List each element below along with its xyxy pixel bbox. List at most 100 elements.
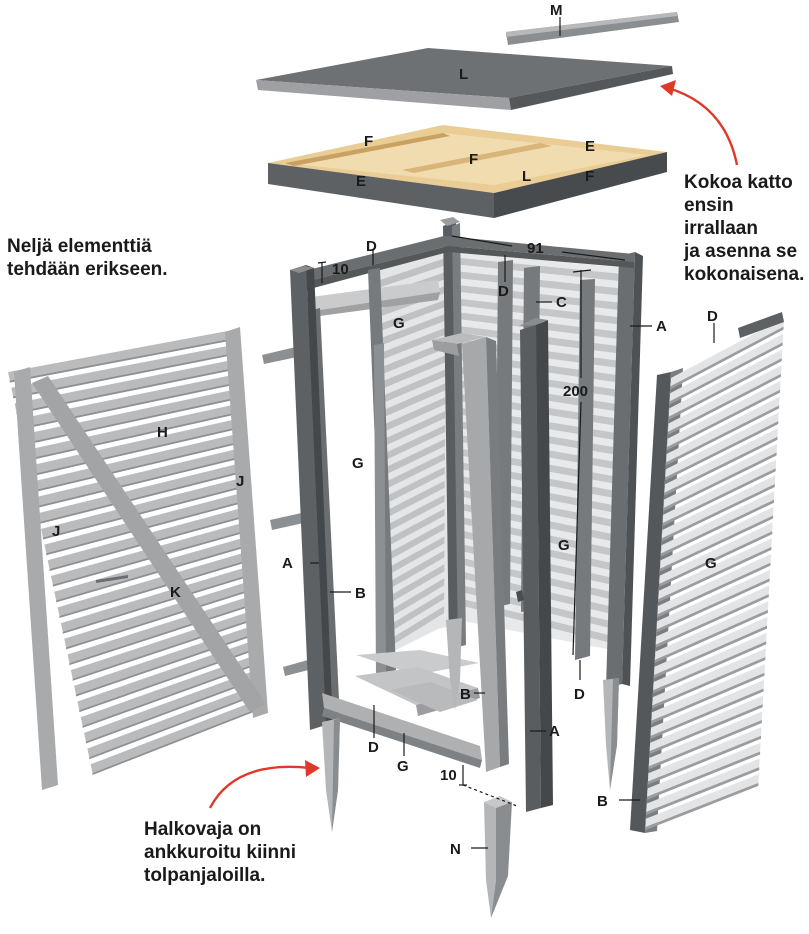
annotation-arrows: [208, 86, 739, 809]
label-e: E: [356, 173, 366, 190]
label-j: J: [236, 473, 244, 490]
side-slat-edge: [652, 657, 766, 709]
left-wall-slat: [380, 480, 445, 522]
side-slat: [655, 585, 770, 645]
label-e: E: [585, 138, 595, 155]
label-g: G: [558, 537, 570, 554]
door-slat-edge: [13, 352, 235, 399]
side-slat-edge: [648, 719, 762, 770]
door-slat-edge: [32, 440, 243, 493]
door-slat-edge: [82, 661, 262, 728]
side-slat-edge: [658, 546, 772, 603]
arrow-head-icon: [660, 80, 676, 96]
door-slat: [11, 344, 235, 397]
side-slat-edge: [665, 421, 779, 481]
dimension-values: 91 200 10 10: [332, 240, 588, 784]
door-slat: [64, 579, 256, 648]
side-slat-edge: [655, 594, 769, 648]
side-slat-edge: [651, 672, 765, 724]
label-l-frame: L: [522, 168, 531, 185]
door-slat: [41, 476, 247, 538]
left-wall-slat: [380, 578, 445, 624]
left-wall-slat: [380, 592, 445, 639]
label-m: M: [550, 2, 563, 19]
side-slat-edge: [650, 688, 764, 739]
side-slat: [659, 522, 773, 584]
door-slat: [60, 565, 255, 632]
door-slat-edge: [42, 485, 247, 540]
door-slat: [90, 697, 266, 773]
left-wall-slat: [380, 564, 445, 609]
left-wall-slat: [380, 606, 445, 653]
label-a: A: [282, 555, 293, 572]
post-anchors: [322, 618, 619, 918]
side-slat: [658, 538, 772, 600]
door-slat-edge: [36, 455, 244, 509]
side-slat-edge: [656, 578, 770, 633]
left-wall-slat: [380, 327, 446, 361]
side-slat: [650, 679, 765, 736]
label-b: B: [597, 793, 608, 810]
main-shed-frame: [290, 217, 643, 812]
side-slat: [645, 774, 759, 828]
left-wall-slat: [380, 313, 446, 346]
right-side-panel: [630, 312, 784, 833]
left-wall-slat: [380, 299, 446, 332]
left-wall-slat: [380, 452, 445, 492]
door-slat: [54, 535, 252, 601]
label-g: G: [705, 555, 717, 572]
side-slat: [654, 601, 769, 660]
side-slat: [663, 443, 778, 508]
dimension-lines: [310, 17, 715, 849]
door-slat-edge: [85, 676, 263, 744]
side-slat-edge: [666, 405, 780, 466]
part-labels: M L F E F L F E D D C A D G H G J J G A …: [52, 2, 718, 858]
side-slat-edge: [645, 782, 759, 831]
note-four-elements: Neljä elementtiä tehdään erikseen.: [7, 236, 168, 280]
side-slat: [667, 365, 782, 432]
door-slat: [57, 550, 253, 617]
label-c: C: [556, 294, 567, 311]
left-wall-slat: [380, 411, 446, 449]
label-d: D: [574, 686, 585, 703]
label-d: D: [707, 308, 718, 325]
side-slat: [654, 616, 768, 676]
side-slat-edge: [657, 562, 771, 618]
dim-height: 200: [563, 383, 588, 400]
side-slat-edge: [669, 342, 783, 405]
arrow-head-icon: [305, 760, 320, 777]
side-slat-edge: [649, 704, 763, 755]
side-slat-edge: [659, 531, 773, 587]
left-wall-slat: [380, 550, 445, 595]
label-l-roof: L: [459, 66, 468, 83]
label-g: G: [397, 758, 409, 775]
side-slat-edge: [647, 751, 761, 800]
door-slat-edge: [29, 426, 242, 477]
left-wall-slat: [380, 397, 446, 434]
side-slat-edge: [662, 468, 776, 527]
door-slat-edge: [39, 470, 246, 524]
side-slat: [660, 491, 775, 554]
door-slat-edge: [89, 690, 265, 760]
left-wall-slat: [380, 383, 446, 419]
side-slat: [647, 727, 762, 782]
label-d: D: [366, 238, 377, 255]
left-wall-slat: [380, 369, 446, 405]
side-slat: [667, 380, 781, 448]
side-slat: [649, 695, 764, 752]
door-slat: [37, 462, 246, 522]
side-slat: [646, 758, 760, 812]
left-wall-slat: [380, 522, 445, 565]
label-d: D: [498, 283, 509, 300]
roof-sheet-l: [256, 48, 673, 110]
door-slat-edge: [79, 646, 261, 713]
note-assemble-roof: Kokoa katto ensin irrallaan ja asenna se…: [684, 172, 805, 285]
roof-frame: [268, 125, 667, 218]
door-slat: [44, 491, 248, 554]
side-slat: [648, 711, 763, 767]
side-slat-edge: [663, 452, 777, 511]
left-wall-slat: [380, 439, 445, 478]
door-slat: [27, 418, 242, 475]
side-slat: [665, 412, 779, 478]
side-slat-edge: [654, 625, 768, 679]
